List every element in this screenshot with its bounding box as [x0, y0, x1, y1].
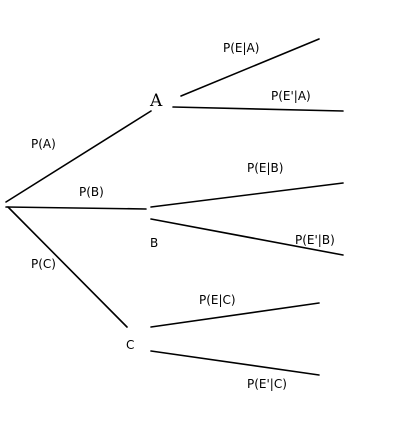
prob-e-given-c-label: P(E|C)	[199, 293, 236, 307]
prob-b-label: P(B)	[79, 185, 104, 199]
branch-b-to-e-prime	[150, 218, 344, 256]
prob-e-prime-given-a-label: P(E'|A)	[271, 89, 311, 103]
branch-c-to-e-prime	[150, 350, 320, 376]
prob-c-label: P(C)	[31, 257, 56, 271]
prob-a-label: P(A)	[31, 137, 56, 151]
branch-a-to-e	[180, 38, 320, 97]
branch-a-to-e-prime	[172, 106, 344, 112]
prob-e-prime-given-b-label: P(E'|B)	[295, 233, 335, 247]
node-a-label: A	[149, 91, 163, 111]
node-b-label: B	[150, 236, 158, 250]
node-c-label: C	[126, 338, 134, 352]
prob-e-given-a-label: P(E|A)	[223, 41, 259, 55]
branch-root-to-a	[5, 110, 152, 203]
branch-root-to-b	[5, 206, 147, 210]
branch-b-to-e	[150, 182, 344, 208]
branch-c-to-e	[150, 302, 320, 328]
branch-root-to-c	[7, 206, 128, 328]
prob-e-given-b-label: P(E|B)	[247, 161, 283, 175]
prob-e-prime-given-c-label: P(E'|C)	[247, 377, 287, 391]
